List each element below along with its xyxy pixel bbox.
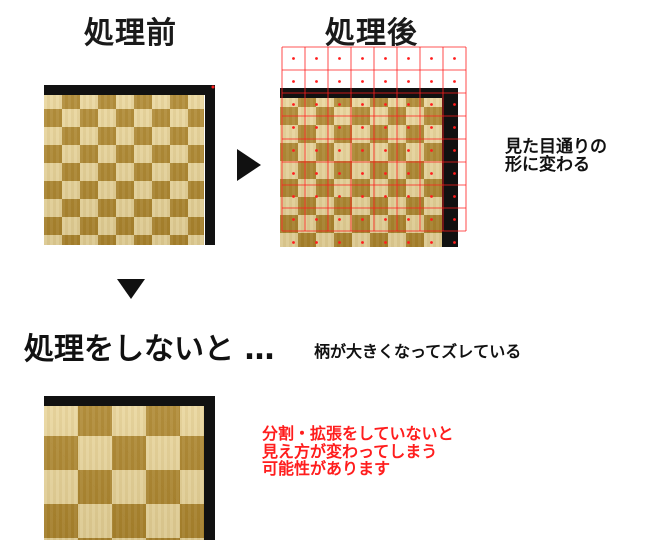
grid-center-dot [292,126,295,129]
grid-center-dot [384,57,387,60]
unprocessed-right-border [204,396,215,540]
grid-center-dot [453,218,456,221]
grid-center-dot [361,57,364,60]
red-grid-overlay [281,46,467,244]
grid-center-dot [407,80,410,83]
before-corner-marker [211,85,215,89]
grid-center-dot [315,149,318,152]
grid-center-dot [430,126,433,129]
grid-center-dot [315,218,318,221]
result-note: 見た目通りの 形に変わる [505,137,607,175]
grid-center-dot [430,241,433,244]
after-checkerboard [280,89,442,247]
grid-center-dot [361,172,364,175]
grid-center-dot [361,241,364,244]
grid-center-dot [338,218,341,221]
grid-center-dot [407,195,410,198]
grid-center-dot [430,218,433,221]
no-processing-heading: 処理をしないと … [24,332,275,367]
grid-center-dot [384,80,387,83]
before-right-border [205,85,215,245]
right-arrow-icon [237,149,261,181]
grid-center-dot [361,195,364,198]
grid-center-dot [453,80,456,83]
grid-center-dot [292,241,295,244]
grid-center-dot [292,218,295,221]
grid-center-dot [407,57,410,60]
grid-center-dot [430,172,433,175]
grid-center-dot [315,172,318,175]
grid-center-dot [430,195,433,198]
no-processing-subtext: 柄が大きくなってズレている [314,342,522,361]
grid-center-dot [338,172,341,175]
after-heading: 処理後 [325,16,418,51]
warning-line-2: 見え方が変わってしまう [262,441,438,461]
grid-center-dot [384,195,387,198]
warning-note: 分割・拡張をしていないと 見え方が変わってしまう 可能性があります [262,425,454,478]
grid-center-dot [338,241,341,244]
grid-center-dot [407,172,410,175]
result-note-line-2: 形に変わる [505,154,590,175]
before-checkerboard [44,91,204,245]
grid-center-dot [361,80,364,83]
unprocessed-panel [44,396,215,540]
grid-center-dot [338,103,341,106]
grid-center-dot [292,80,295,83]
grid-center-dot [338,80,341,83]
warning-line-3: 可能性があります [262,459,391,479]
grid-center-dot [453,172,456,175]
grid-center-dot [292,195,295,198]
grid-center-dot [384,149,387,152]
grid-center-dot [292,103,295,106]
grid-center-dot [292,57,295,60]
grid-center-dot [453,241,456,244]
grid-center-dot [384,126,387,129]
grid-center-dot [453,149,456,152]
unprocessed-top-border [44,396,215,406]
grid-center-dot [430,149,433,152]
grid-center-dot [361,149,364,152]
grid-center-dot [407,241,410,244]
grid-center-dot [361,103,364,106]
unprocessed-checkerboard [44,402,204,540]
grid-center-dot [384,172,387,175]
grid-center-dot [384,103,387,106]
grid-center-dot [430,80,433,83]
grid-center-dot [292,149,295,152]
grid-center-dot [338,126,341,129]
grid-center-dot [338,149,341,152]
result-note-line-1: 見た目通りの [505,137,607,157]
grid-center-dot [315,80,318,83]
grid-center-dot [315,57,318,60]
before-top-border [44,85,215,95]
after-panel [280,46,480,247]
grid-center-dot [453,126,456,129]
grid-center-dot [338,195,341,198]
grid-center-dot [361,126,364,129]
grid-center-dot [430,103,433,106]
before-panel [44,85,215,245]
before-heading: 処理前 [84,16,177,51]
grid-center-dot [384,218,387,221]
grid-center-dot [361,218,364,221]
grid-center-dot [430,57,433,60]
grid-center-dot [315,195,318,198]
grid-center-dot [407,126,410,129]
grid-center-dot [315,241,318,244]
down-arrow-icon [117,279,145,299]
grid-center-dot [407,149,410,152]
grid-center-dot [315,103,318,106]
grid-center-dot [384,241,387,244]
grid-center-dot [338,57,341,60]
grid-center-dot [453,57,456,60]
grid-center-dot [315,126,318,129]
warning-line-1: 分割・拡張をしていないと [262,424,454,443]
grid-center-dot [453,103,456,106]
grid-center-dot [407,103,410,106]
grid-center-dot [407,218,410,221]
grid-center-dot [453,195,456,198]
grid-center-dot [292,172,295,175]
